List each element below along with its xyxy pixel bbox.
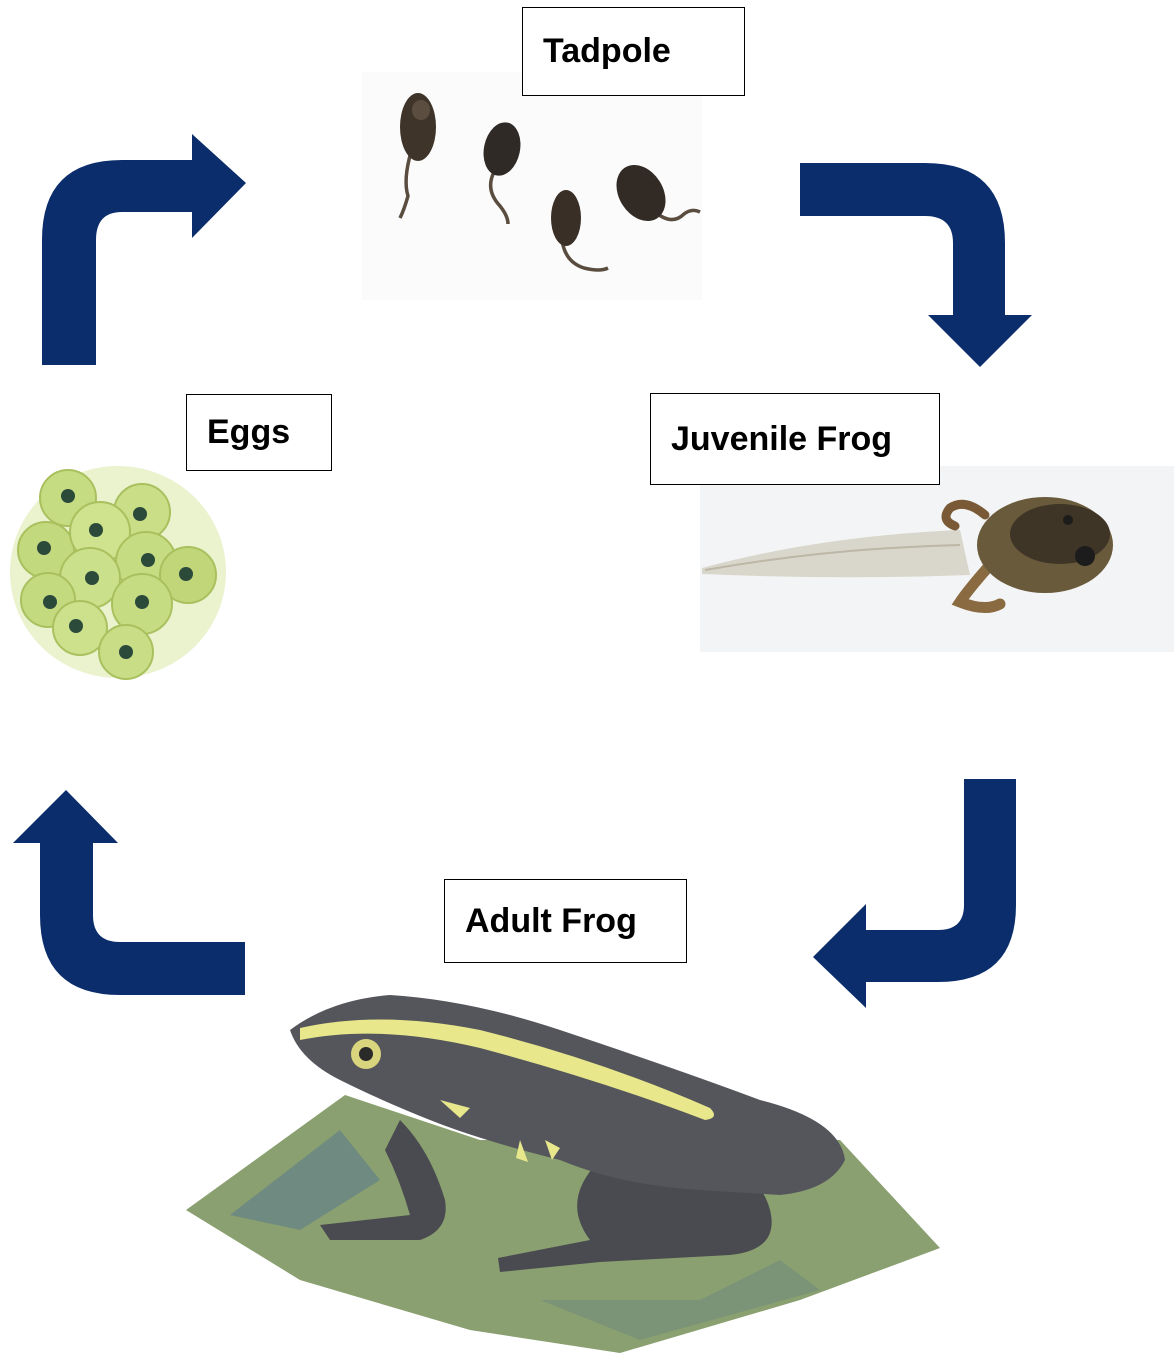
arrow-adult-to-eggs bbox=[13, 790, 245, 995]
eggs-label: Eggs bbox=[186, 394, 332, 471]
juvenile-frog-label: Juvenile Frog bbox=[650, 393, 940, 485]
juvenile-frog-image bbox=[700, 466, 1174, 652]
arrow-juvenile-to-adult bbox=[813, 779, 1016, 1008]
adult-frog-image bbox=[186, 995, 940, 1353]
tadpole-label: Tadpole bbox=[522, 7, 745, 96]
arrow-tadpole-to-juvenile bbox=[800, 163, 1032, 367]
tadpole-image bbox=[362, 72, 702, 300]
eggs-image bbox=[10, 466, 226, 679]
adult-frog-label: Adult Frog bbox=[444, 879, 687, 963]
arrow-eggs-to-tadpole bbox=[42, 134, 246, 365]
